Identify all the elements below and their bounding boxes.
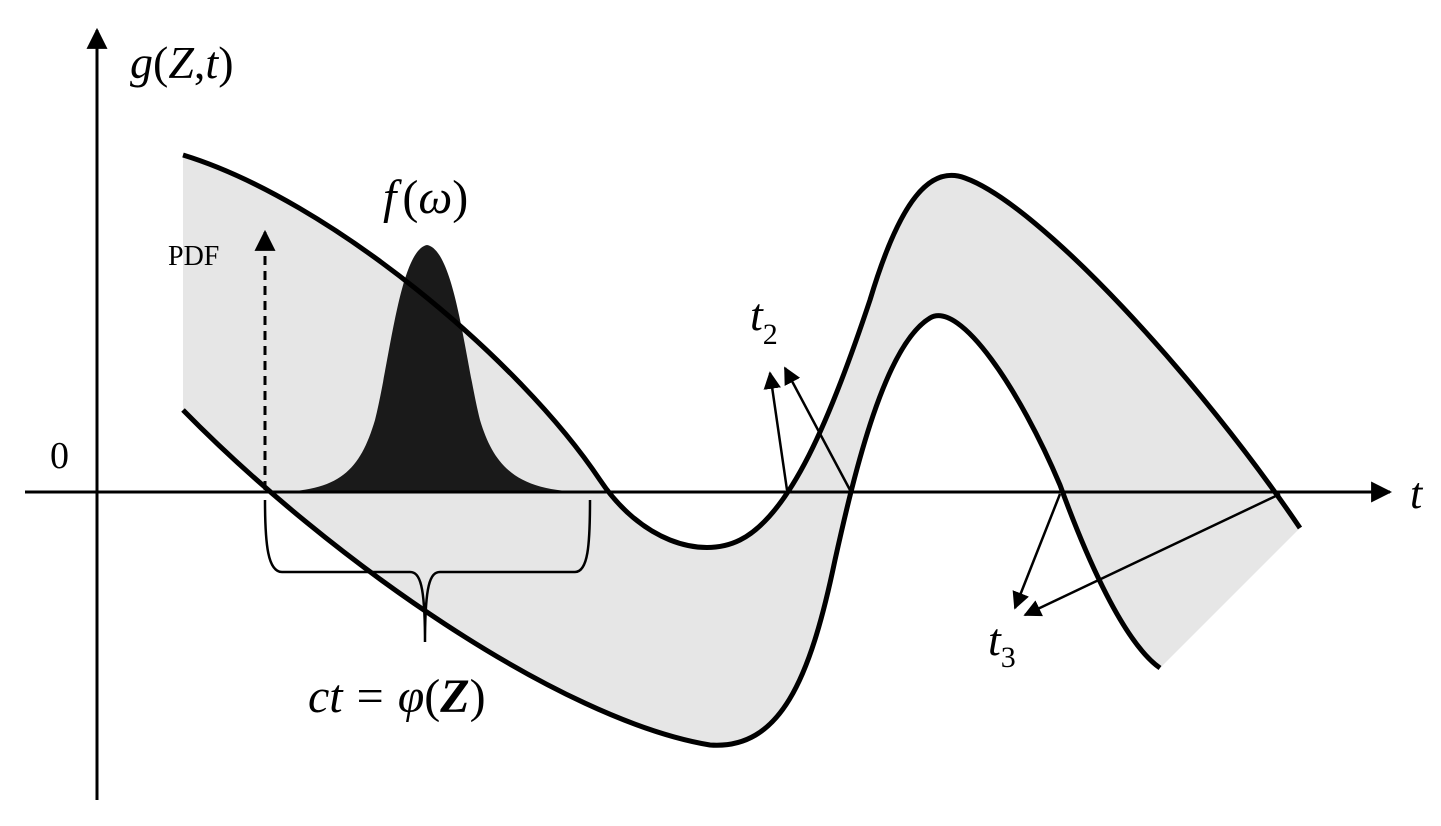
- origin-label: 0: [50, 435, 69, 477]
- t2-arrow-right: [783, 366, 852, 491]
- ct-eq: =: [357, 670, 384, 723]
- ct-close: ): [470, 670, 486, 723]
- y-label-close: ): [218, 37, 233, 88]
- t2-sub: 2: [763, 318, 778, 351]
- t3-label: t3: [988, 614, 1016, 674]
- f-label-arg: ω: [418, 171, 452, 224]
- y-label-arg2: t: [205, 37, 219, 88]
- t3-arrow-right: [1023, 492, 1281, 617]
- y-label-func: g: [130, 37, 153, 88]
- t2-base: t: [750, 289, 764, 340]
- pdf-label: PDF: [168, 241, 219, 272]
- ct-label: ct= φ(Z): [308, 670, 486, 723]
- lower-curve: [181, 313, 1162, 748]
- x-axis-label: t: [1410, 469, 1424, 518]
- f-omega-label: f(ω): [383, 171, 468, 224]
- uncertainty-band: [183, 155, 1300, 746]
- ct-arg: Z: [439, 670, 469, 723]
- t2-arrow-left: [763, 371, 789, 491]
- t3-arrow-left: [1012, 493, 1062, 610]
- y-axis-label: g(Z,t): [130, 37, 234, 88]
- f-label-func: f: [383, 171, 402, 224]
- upper-curve: [182, 152, 1303, 550]
- t2-label: t2: [750, 289, 778, 351]
- y-label-comma: ,: [194, 37, 206, 88]
- t3-base: t: [988, 614, 1002, 665]
- y-label-open: (: [153, 37, 168, 88]
- f-label-close: ): [452, 171, 468, 224]
- t3-sub: 3: [1001, 641, 1016, 674]
- ct-lhs: ct: [308, 670, 344, 723]
- ct-open: (: [424, 670, 440, 723]
- f-label-open: (: [402, 171, 418, 224]
- ct-phi: φ: [398, 670, 425, 723]
- pdf-bell-shape: [272, 245, 590, 492]
- ct-brace: [263, 499, 592, 643]
- y-label-arg1: Z: [168, 37, 194, 88]
